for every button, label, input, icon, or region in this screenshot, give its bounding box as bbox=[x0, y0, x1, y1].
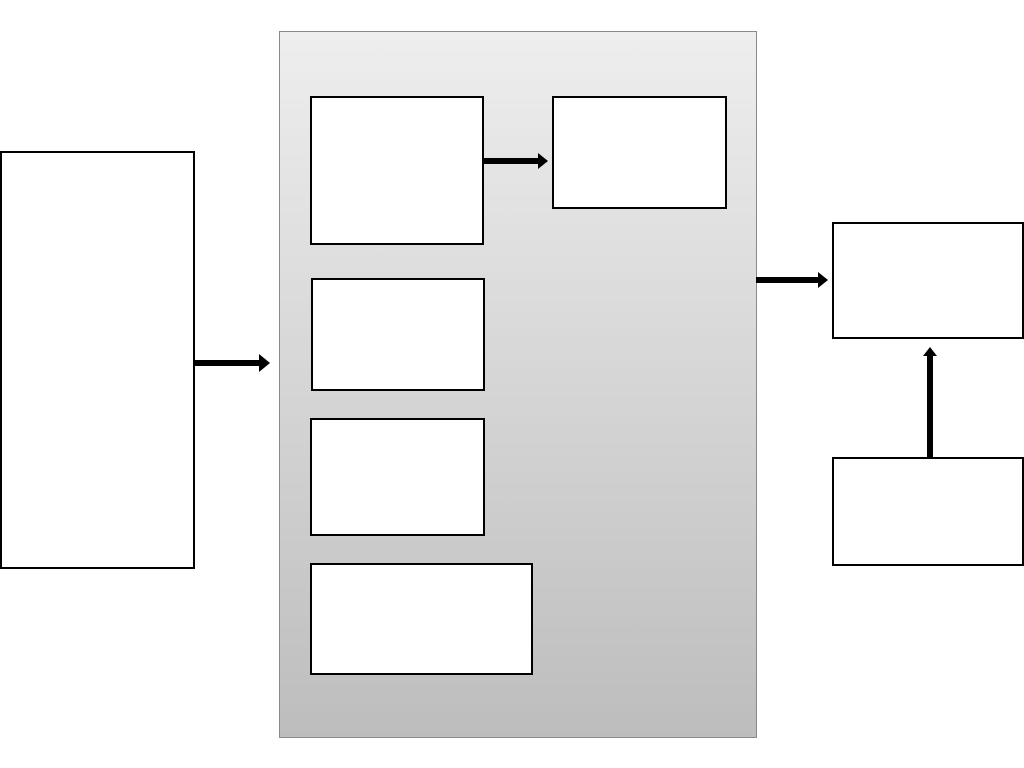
right-top-block bbox=[832, 222, 1024, 339]
arrow-left-to-container bbox=[195, 354, 270, 372]
inner-lower-block bbox=[310, 418, 485, 536]
arrow-right-bottom-to-right-top bbox=[923, 347, 937, 457]
inner-top-right-block bbox=[552, 96, 727, 209]
right-bottom-block bbox=[832, 457, 1024, 566]
arrow-container-to-right-top bbox=[756, 272, 828, 288]
inner-bottom-block bbox=[310, 563, 533, 675]
left-input-block bbox=[0, 151, 195, 569]
inner-middle-block bbox=[311, 278, 485, 391]
inner-top-left-block bbox=[310, 96, 484, 245]
